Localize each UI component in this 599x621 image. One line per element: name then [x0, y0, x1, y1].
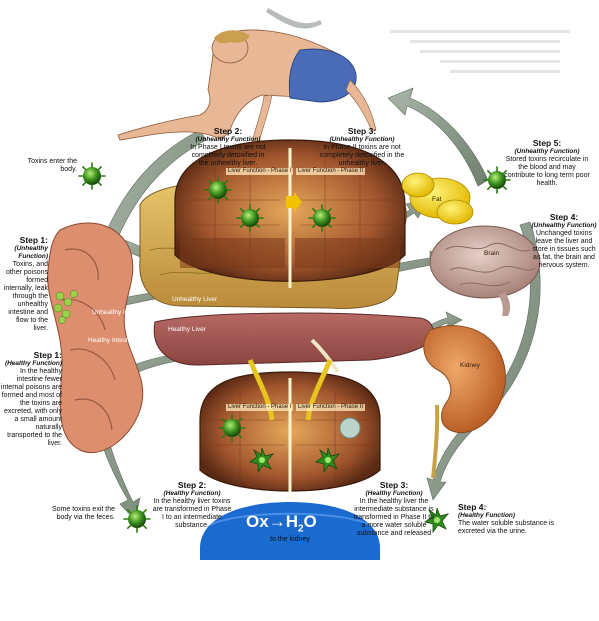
brain-organ	[429, 225, 541, 316]
step-title: Step 2:	[177, 480, 207, 490]
step-title: Step 4:	[458, 502, 487, 512]
step-function: (Healthy Function)	[4, 360, 62, 367]
step1-unhealthy: Step 1: (Unhealthy Function) Toxins, and…	[0, 235, 48, 333]
step-function: (Unhealthy Function)	[531, 222, 597, 229]
step-text: Toxins, and other poisons formed interna…	[3, 261, 48, 332]
step-function: (Healthy Function)	[163, 490, 221, 497]
healthy-liver-magnified	[199, 359, 381, 492]
healthy-liver-label: Healthy Liver	[168, 326, 206, 333]
kidney-label: Kidney	[460, 362, 480, 369]
water-soluble-pool	[200, 502, 380, 560]
kidney-organ	[423, 325, 506, 479]
step-text: In Phase II toxins are not completely de…	[319, 144, 405, 167]
person-figure	[117, 8, 377, 146]
background-page-text	[390, 30, 570, 73]
step5-unhealthy: Step 5: (Unhealthy Function) Stored toxi…	[502, 138, 592, 188]
step3-healthy: Step 3: (Healthy Function) In the health…	[352, 480, 436, 538]
step2-healthy: Step 2: (Healthy Function) In the health…	[152, 480, 232, 530]
equation-right: H	[285, 512, 298, 531]
step-title: Step 4:	[549, 212, 579, 222]
step-title: Step 2:	[213, 126, 243, 136]
step-text: The water soluble substance is excreted …	[458, 520, 555, 535]
step-title: Step 1:	[33, 350, 62, 360]
step2-unhealthy: Step 2: (Unhealthy Function) In Phase I …	[188, 126, 268, 168]
step-text: In Phase I toxins are not completely det…	[190, 144, 266, 167]
step-function: (Unhealthy Function)	[195, 136, 261, 143]
unhealthy-liver-label: Unhealthy Liver	[172, 296, 218, 303]
step-title: Step 3:	[379, 480, 409, 490]
phase1-top-label: Liver Function - Phase I	[226, 168, 294, 175]
step4-unhealthy: Step 4: (Unhealthy Function) Unchanged t…	[530, 212, 598, 270]
step-text: Unchanged toxins leave the liver and sto…	[532, 230, 596, 269]
step-title: Step 3:	[347, 126, 377, 136]
equation-end: O	[303, 512, 317, 531]
toxin-ball-icon	[78, 162, 106, 190]
step-text: In the healthy intestine fewer internal …	[0, 368, 62, 447]
step1-healthy: Step 1: (Healthy Function) In the health…	[0, 350, 62, 448]
equation-left: Ox	[246, 512, 269, 531]
healthy-intestine-label: Healthy Intestine	[88, 337, 137, 344]
toxin-ball-icon	[123, 505, 151, 533]
step-function: (Unhealthy Function)	[329, 136, 395, 143]
fat-label: Fat	[432, 196, 442, 203]
step-text: Stored toxins recirculate in the blood a…	[504, 156, 590, 187]
step-title: Step 5:	[532, 138, 562, 148]
step-function: (Unhealthy Function)	[514, 148, 580, 155]
step3-unhealthy: Step 3: (Unhealthy Function) In Phase II…	[316, 126, 408, 168]
fat-tissue	[401, 172, 474, 225]
phase1-bottom-label: Liver Function - Phase I	[226, 404, 294, 411]
brain-label: Brain	[484, 250, 500, 257]
equation-arrow: →	[268, 512, 286, 531]
step-text: In the healthy liver the intermediate su…	[353, 498, 435, 537]
phase2-top-label: Liver Function - Phase II	[296, 168, 366, 175]
step-function: (Healthy Function)	[365, 490, 423, 497]
toxins-enter-label: Toxins enter the body.	[27, 158, 77, 173]
unhealthy-liver	[139, 139, 407, 309]
unhealthy-intestine-label: Unhealthy Intestine	[92, 309, 148, 316]
toxins-exit-label: Some toxins exit the body via the feces.	[51, 506, 115, 521]
equation-sub: 2	[297, 523, 304, 535]
step4-healthy: Step 4: (Healthy Function) The water sol…	[458, 502, 558, 536]
step-function: (Unhealthy Function)	[14, 245, 48, 260]
equation-label: Ox→H2O	[246, 512, 317, 534]
step-text: In the healthy liver toxins are transfor…	[152, 498, 232, 529]
intestine	[47, 222, 144, 454]
to-kidney-label: to the kidney	[270, 536, 310, 543]
step-title: Step 1:	[19, 235, 48, 245]
step-function: (Healthy Function)	[458, 512, 516, 519]
phase2-bottom-label: Liver Function - Phase II	[296, 404, 366, 411]
